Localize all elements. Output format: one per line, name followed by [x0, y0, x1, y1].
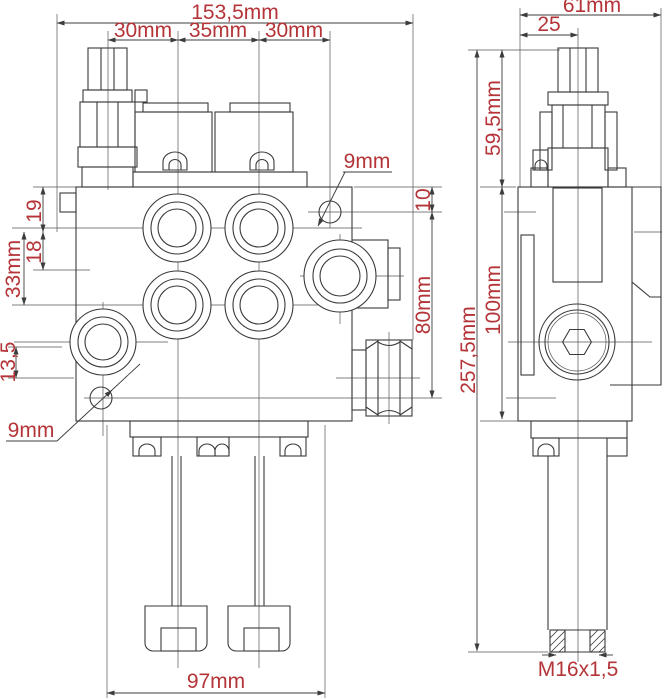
clevis — [227, 605, 291, 652]
dim-80: 80mm — [412, 276, 435, 334]
side-view — [517, 47, 662, 653]
leader-hole-top: 9mm — [317, 150, 392, 227]
thread-hatching — [549, 629, 606, 653]
front-view — [59, 47, 413, 652]
dim-59-5: 59,5mm — [482, 80, 505, 156]
dimensions-front: 153,5mm 30mm 35mm 30mm 19 18 33mm 13,5 1… — [0, 1, 435, 696]
dim-33: 33mm — [2, 240, 25, 298]
tab-nut-icon — [537, 443, 555, 456]
dim-9mm-top: 9mm — [344, 150, 391, 173]
valve-body-side — [517, 186, 662, 422]
leader-hole-bottom: 9mm — [6, 363, 141, 442]
dim-13-5: 13,5 — [0, 342, 20, 383]
dim-100: 100mm — [482, 265, 505, 335]
bottom-mount-tabs — [129, 420, 309, 457]
dim-25: 25 — [537, 13, 560, 36]
dim-spacing-left: 30mm — [114, 19, 172, 42]
dim-97: 97mm — [187, 670, 245, 693]
dim-thread: M16x1,5 — [538, 658, 619, 681]
dim-61: 61mm — [563, 0, 621, 17]
dim-9mm-bottom: 9mm — [8, 419, 55, 442]
dim-spacing-middle: 35mm — [189, 19, 247, 42]
clevis — [144, 605, 208, 652]
tab-nut-icon — [284, 443, 302, 456]
tab-nut-icon — [214, 443, 230, 456]
dim-19: 19 — [23, 199, 46, 222]
tab-nut-icon — [198, 443, 216, 456]
hex-plug-icon — [561, 328, 593, 356]
lever-mount-side — [530, 47, 627, 188]
dim-total-width: 153,5mm — [191, 1, 279, 24]
dimensions-side: 61mm 25 59,5mm 100mm 257,5mm M16x1,5 — [457, 0, 662, 681]
spool-rods-clevises — [144, 456, 291, 652]
lever-mount — [77, 47, 148, 188]
dim-spacing-right: 30mm — [265, 19, 323, 42]
dim-10: 10 — [412, 188, 435, 211]
dim-257-5: 257,5mm — [457, 306, 480, 394]
spool-tube-threaded-end — [547, 456, 608, 653]
ports — [69, 193, 377, 376]
bracket-nut-icon — [534, 159, 548, 170]
cap-nut-icon — [249, 151, 275, 171]
hex-plug-fitting — [351, 339, 413, 417]
cap-nut-icon — [162, 151, 188, 171]
bottom-mount-side — [530, 420, 628, 457]
spool-caps — [132, 102, 308, 188]
tab-nut-icon — [138, 443, 156, 456]
dim-18: 18 — [23, 240, 46, 263]
